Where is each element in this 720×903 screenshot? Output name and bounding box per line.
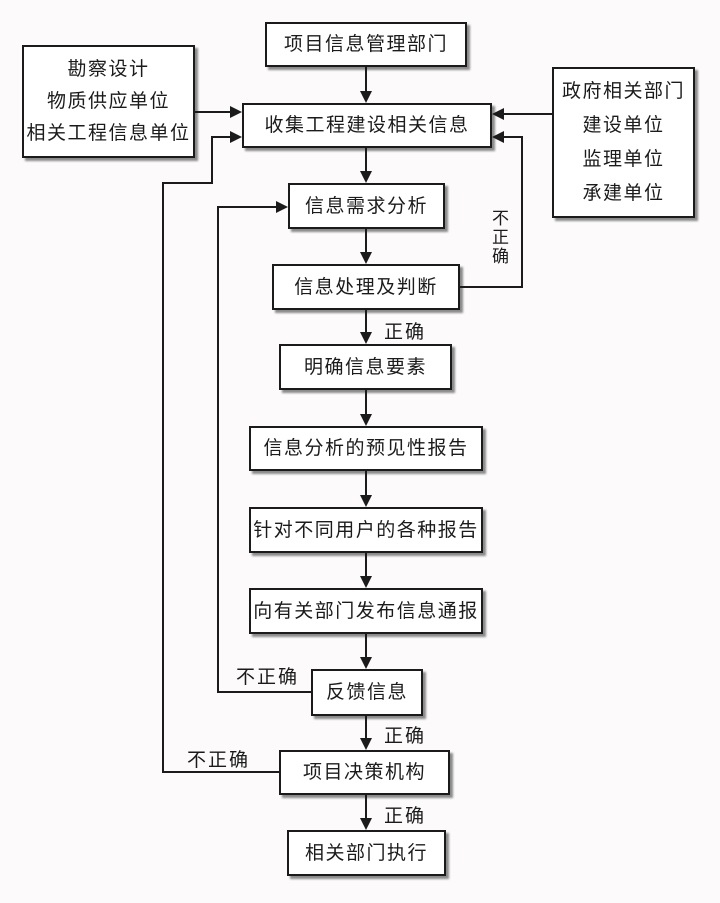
label-correct-after-process: 正确 [384, 321, 427, 343]
edge-decision-incorrect-vertical [162, 182, 164, 773]
node-decision-body-label: 项目决策机构 [302, 761, 426, 784]
arrowhead-clarify-to-forecast [360, 414, 372, 426]
edge-collect-to-demand [365, 148, 367, 172]
arrowhead-decision-to-execute [360, 818, 372, 830]
label-incorrect-process-to-collect: 不正确 [488, 209, 508, 266]
label-incorrect-decision-to-collect: 不正确 [187, 749, 251, 771]
node-publish-notice-label: 向有关部门发布信息通报 [253, 599, 479, 622]
edge-process-incorrect-entry [504, 136, 522, 138]
edge-feedback-incorrect-entry [218, 206, 276, 208]
node-collect-info: 收集工程建设相关信息 [242, 103, 492, 148]
node-demand-analysis-label: 信息需求分析 [304, 194, 428, 217]
edge-reports-to-publish [365, 553, 367, 577]
node-right-sources-line-2: 建设单位 [582, 114, 665, 137]
edge-decision-incorrect-horizontal [163, 771, 279, 773]
label-correct-after-decision: 正确 [384, 805, 427, 827]
edge-left-sources-to-collect [195, 111, 230, 113]
node-decision-body: 项目决策机构 [279, 750, 450, 795]
arrowhead-collect-to-demand [360, 171, 372, 183]
node-left-sources-line-2: 物质供应单位 [46, 90, 170, 113]
arrowhead-top-to-collect [360, 91, 372, 103]
node-user-reports: 针对不同用户的各种报告 [249, 507, 483, 553]
node-feedback-label: 反馈信息 [325, 681, 408, 704]
node-process-judge: 信息处理及判断 [272, 264, 460, 310]
node-forecast-report: 信息分析的预见性报告 [249, 426, 483, 471]
node-left-sources: 勘察设计 物质供应单位 相关工程信息单位 [22, 45, 195, 158]
arrowhead-right-sources-to-collect [492, 108, 504, 120]
arrowhead-feedback-to-decision [360, 738, 372, 750]
node-process-judge-label: 信息处理及判断 [294, 275, 438, 298]
arrowhead-decision-incorrect-to-collect [230, 131, 242, 143]
edge-decision-incorrect-jog-vertical [211, 136, 213, 184]
node-clarify-elements-label: 明确信息要素 [303, 355, 427, 378]
node-right-sources-line-3: 监理单位 [582, 147, 665, 170]
arrowhead-demand-to-process [360, 252, 372, 264]
edge-process-incorrect-horizontal [460, 286, 523, 288]
node-right-sources-line-4: 承建单位 [582, 181, 665, 204]
edge-clarify-to-forecast [365, 390, 367, 415]
node-feedback: 反馈信息 [311, 669, 423, 716]
node-execute: 相关部门执行 [287, 830, 446, 876]
node-execute-label: 相关部门执行 [304, 841, 428, 864]
arrowhead-reports-to-publish [360, 576, 372, 588]
node-project-info-dept: 项目信息管理部门 [265, 22, 467, 67]
label-incorrect-feedback-to-demand: 不正确 [236, 666, 300, 688]
node-publish-notice: 向有关部门发布信息通报 [249, 588, 483, 634]
arrowhead-left-sources-to-collect [230, 106, 242, 118]
edge-feedback-incorrect-horizontal [218, 691, 311, 693]
edge-feedback-to-decision [365, 716, 367, 739]
arrowhead-process-to-clarify [360, 332, 372, 344]
edge-process-to-clarify [365, 310, 367, 333]
edge-decision-to-execute [365, 795, 367, 819]
node-left-sources-line-1: 勘察设计 [67, 57, 150, 80]
arrowhead-process-incorrect-to-collect [492, 131, 504, 143]
label-correct-after-feedback: 正确 [384, 725, 427, 747]
edge-process-incorrect-vertical [521, 136, 523, 288]
node-project-info-dept-label: 项目信息管理部门 [283, 33, 448, 56]
edge-decision-incorrect-entry [211, 136, 230, 138]
edge-publish-to-feedback [365, 634, 367, 658]
node-collect-info-label: 收集工程建设相关信息 [264, 114, 470, 137]
edge-demand-to-process [365, 229, 367, 253]
arrowhead-publish-to-feedback [360, 657, 372, 669]
arrowhead-feedback-incorrect-to-demand [276, 201, 288, 213]
node-demand-analysis: 信息需求分析 [288, 183, 445, 229]
edge-feedback-incorrect-vertical [217, 206, 219, 693]
node-left-sources-line-3: 相关工程信息单位 [26, 122, 191, 145]
edge-right-sources-to-collect [504, 113, 552, 115]
node-clarify-elements: 明确信息要素 [279, 344, 452, 390]
node-right-sources: 政府相关部门 建设单位 监理单位 承建单位 [552, 67, 695, 218]
edge-forecast-to-reports [365, 471, 367, 496]
arrowhead-forecast-to-reports [360, 495, 372, 507]
node-user-reports-label: 针对不同用户的各种报告 [253, 518, 479, 541]
edge-decision-incorrect-jog-horizontal [162, 182, 212, 184]
node-forecast-report-label: 信息分析的预见性报告 [263, 437, 469, 460]
edge-top-to-collect [365, 67, 367, 93]
node-right-sources-line-1: 政府相关部门 [561, 80, 685, 103]
